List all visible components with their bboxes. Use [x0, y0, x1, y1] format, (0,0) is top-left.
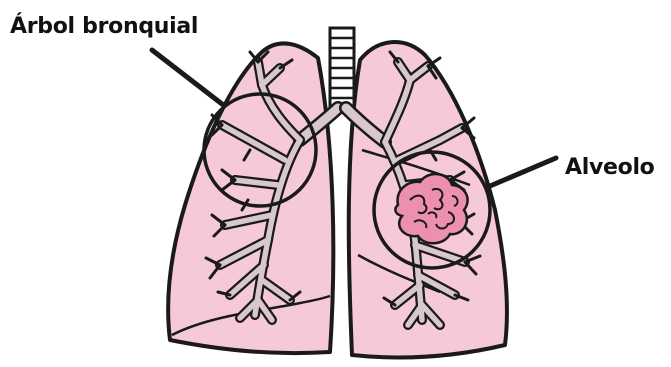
alveolus-pointer-line — [490, 158, 556, 186]
bronchial-tree-label: Árbol bronquial — [10, 16, 198, 38]
alveolus-label: Alveolo — [565, 157, 655, 179]
trachea-rings — [330, 38, 354, 98]
bronchial-tree-pointer-line — [152, 50, 222, 104]
